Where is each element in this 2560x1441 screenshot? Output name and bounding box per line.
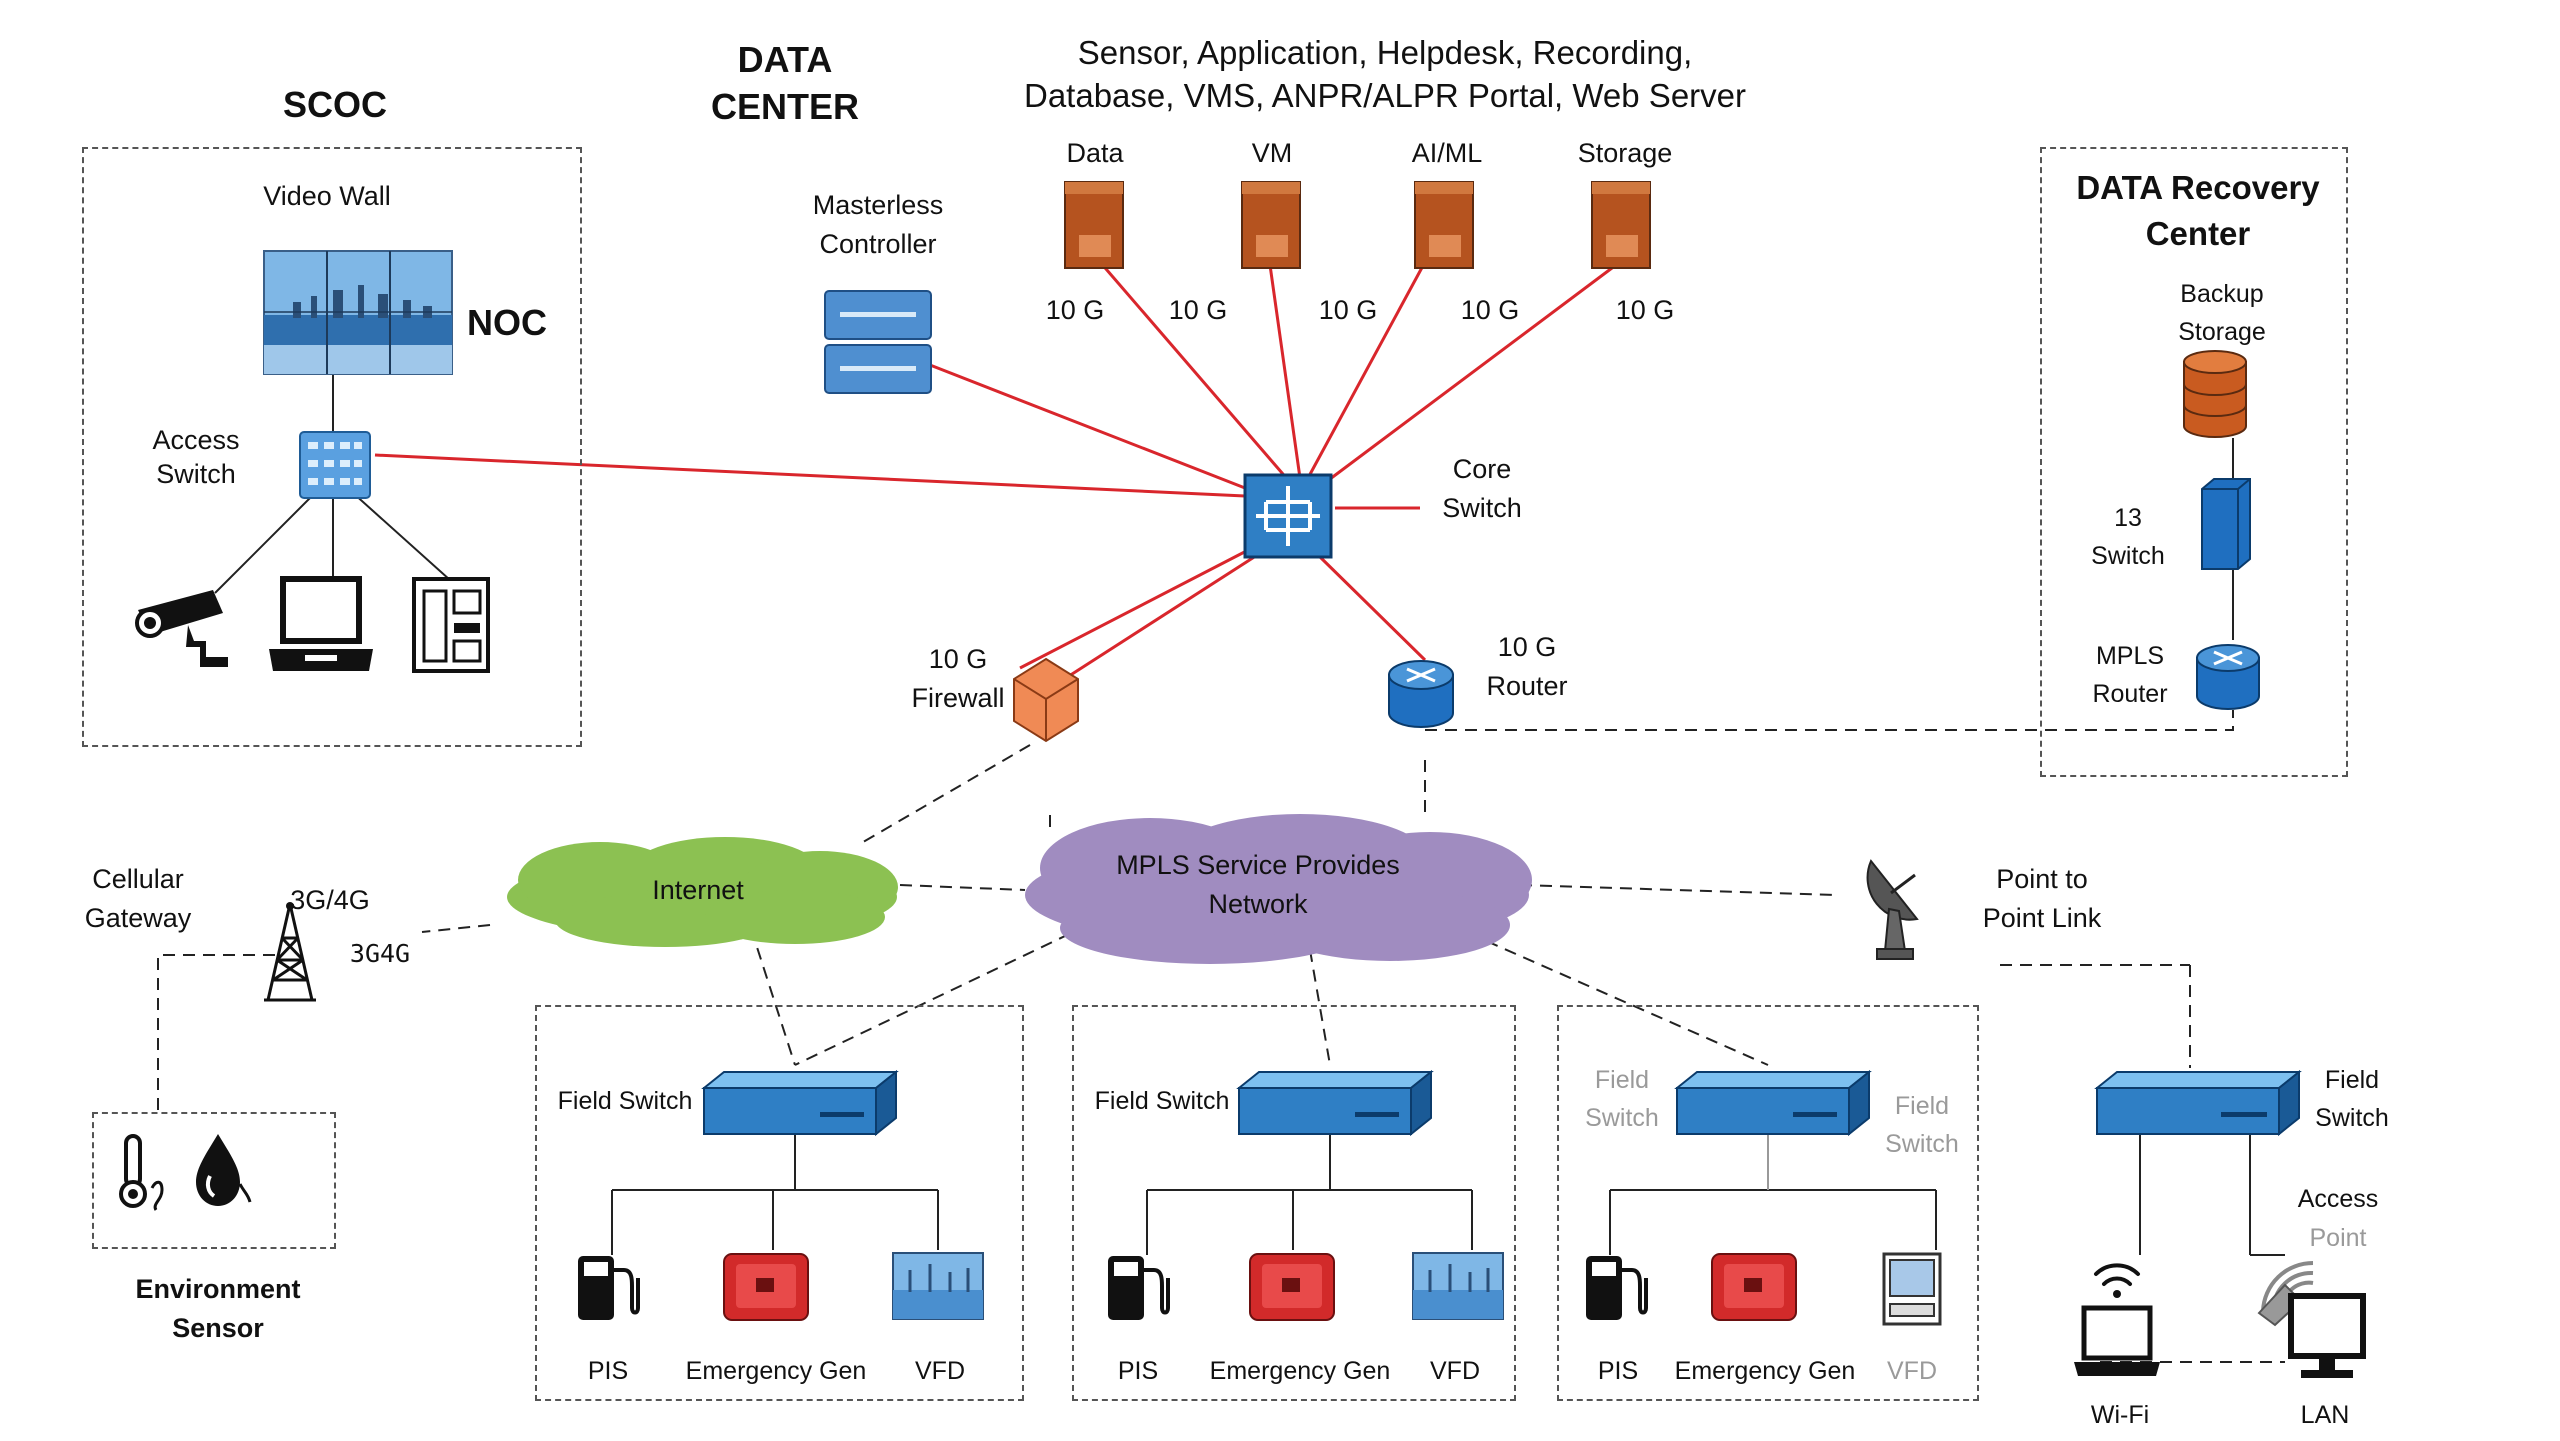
- field-switch-4-icon: [2094, 1069, 2302, 1137]
- internet-label: Internet: [652, 875, 744, 905]
- humidity-icon: [196, 1134, 252, 1206]
- masterless-controller-icon: [824, 290, 932, 394]
- satellite-dish-icon: [1866, 859, 1919, 960]
- noc-label: NOC: [467, 302, 547, 343]
- field-switch-1-label: Field Switch: [557, 1087, 693, 1115]
- data-server-icon: [1064, 181, 1124, 269]
- field-switch-2-icon: [1236, 1069, 1434, 1137]
- link-speed-5: 10 G: [1615, 295, 1675, 325]
- firewall-icon: [1013, 657, 1079, 743]
- access-switch-icon: [299, 431, 371, 499]
- thermometer-icon: [119, 1134, 164, 1211]
- field-site-1-box: [535, 1005, 1024, 1401]
- video-wall-icon: [263, 250, 453, 375]
- storage-server-icon: [1591, 181, 1651, 269]
- wifi-label: Wi-Fi: [2090, 1401, 2150, 1429]
- cctv-camera-icon: [135, 590, 228, 667]
- core-switch-icon: [1243, 473, 1333, 559]
- fiber-links: [374, 260, 1621, 687]
- field-site-2-box: [1072, 1005, 1516, 1401]
- pis-label-3: PIS: [1597, 1357, 1639, 1385]
- server-label-data: Data: [1066, 138, 1124, 168]
- server-label-storage: Storage: [1577, 138, 1673, 168]
- link-speed-1: 10 G: [1045, 295, 1105, 325]
- vfd-monitor-icon-3: [1882, 1252, 1942, 1326]
- data-center-services: Sensor, Application, Helpdesk, Recording…: [1023, 34, 1747, 114]
- vfd-label-2: VFD: [1430, 1357, 1480, 1385]
- pis-label-1: PIS: [587, 1357, 629, 1385]
- 3g4g-top-label: 3G/4G: [290, 885, 370, 915]
- field-site-3-box: [1557, 1005, 1979, 1401]
- lan-monitor-icon: [2288, 1293, 2366, 1378]
- field-switch-1-icon: [701, 1069, 899, 1137]
- ai-ml-server-icon: [1414, 181, 1474, 269]
- link-speed-2: 10 G: [1168, 295, 1228, 325]
- scoc-box: [82, 147, 582, 747]
- video-wall-label: Video Wall: [263, 181, 391, 211]
- lan-label: LAN: [2300, 1401, 2350, 1429]
- backup-storage-icon: [2183, 350, 2247, 438]
- laptop-icon: [269, 576, 373, 671]
- wifi-laptop-icon: [2074, 1263, 2160, 1376]
- vfd-label-1: VFD: [915, 1357, 965, 1385]
- scoc-title: SCOC: [282, 84, 388, 125]
- vfd-label-3: VFD: [1887, 1357, 1937, 1385]
- pis-fuel-pump-icon-1: [578, 1256, 640, 1320]
- server-label-vm: VM: [1251, 138, 1293, 168]
- field-switch-3-icon: [1674, 1069, 1872, 1137]
- 3g4g-side-label: 3G4G: [349, 939, 411, 968]
- gen-label-2: Emergency Gen: [1209, 1357, 1391, 1385]
- vm-server-icon: [1241, 181, 1301, 269]
- pis-label-2: PIS: [1117, 1357, 1159, 1385]
- internet-cloud-icon: [507, 837, 898, 947]
- access-control-panel-icon: [412, 577, 490, 673]
- cell-tower-icon: [264, 902, 316, 1002]
- link-speed-3: 10 G: [1318, 295, 1378, 325]
- mpls-cloud-icon: [1025, 814, 1532, 964]
- emergency-generator-icon-2: [1249, 1253, 1335, 1321]
- pis-fuel-pump-icon-3: [1586, 1256, 1648, 1320]
- pis-fuel-pump-icon-2: [1108, 1256, 1170, 1320]
- gen-label-3: Emergency Gen: [1674, 1357, 1856, 1385]
- link-speed-4: 10 G: [1460, 295, 1520, 325]
- recovery-center-box: [2040, 147, 2348, 777]
- field-switch-2-label: Field Switch: [1094, 1087, 1230, 1115]
- emergency-generator-icon-3: [1711, 1253, 1797, 1321]
- server-label-ai-ml: AI/ML: [1411, 138, 1483, 168]
- router-icon: [1388, 660, 1454, 728]
- vfd-panel-icon-1: [892, 1252, 984, 1320]
- mpls-router-icon: [2196, 644, 2260, 710]
- gen-label-1: Emergency Gen: [685, 1357, 867, 1385]
- l3-switch-icon: [2201, 478, 2251, 570]
- vfd-panel-icon-2: [1412, 1252, 1504, 1320]
- emergency-generator-icon-1: [723, 1253, 809, 1321]
- environment-sensor-box: [92, 1112, 336, 1249]
